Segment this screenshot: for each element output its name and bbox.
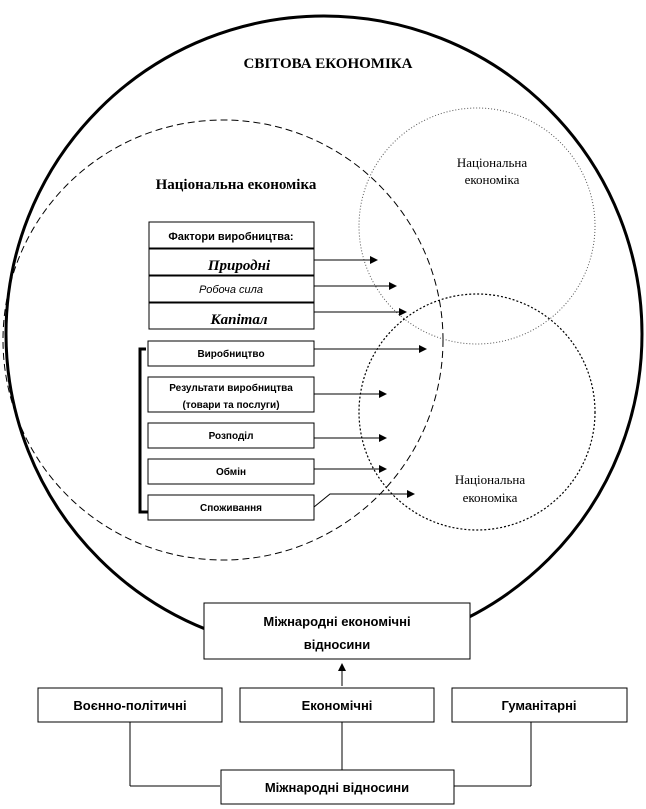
national-economy-label-bottom-right-2: економіка xyxy=(463,490,518,505)
humanitarian-box xyxy=(451,687,628,723)
stage-consumption-box xyxy=(147,494,315,521)
factors-header: Фактори виробництва: xyxy=(168,231,293,243)
intl-relations-box xyxy=(220,769,455,805)
factor-capital-box xyxy=(148,302,315,330)
national-economy-circle-top-right xyxy=(358,107,596,345)
factor-natural-box xyxy=(148,248,315,276)
stage-production-box xyxy=(147,340,315,367)
humanitarian: Гуманітарні xyxy=(501,698,576,713)
military-political: Воєнно-політичні xyxy=(73,698,186,713)
world-economy-circle xyxy=(4,14,644,654)
stage-production: Виробництво xyxy=(197,348,264,360)
stage-results-line1: Результати виробництва xyxy=(169,382,293,394)
stage-distribution-box xyxy=(147,422,315,449)
national-economy-circle-bottom-right xyxy=(358,293,596,531)
stage-exchange-box xyxy=(147,458,315,485)
intl-economic-relations-line2: відносини xyxy=(304,637,371,652)
stage-results-box xyxy=(147,376,315,413)
stage-exchange: Обмін xyxy=(216,466,246,478)
factor-natural: Природні xyxy=(207,258,271,274)
economic-box xyxy=(239,687,435,723)
national-economy-label-top-right-1: Національна xyxy=(457,155,527,170)
intl-economic-relations-line1: Міжнародні економічні xyxy=(263,614,410,629)
factor-capital: Капітал xyxy=(209,312,267,328)
factor-labour: Робоча сила xyxy=(199,284,263,296)
military-political-box xyxy=(37,687,223,723)
economic: Економічні xyxy=(302,698,373,713)
national-economy-label: Національна економіка xyxy=(156,177,317,193)
stage-consumption: Споживання xyxy=(200,503,262,514)
feedback-bracket xyxy=(138,347,148,514)
stage-distribution: Розподіл xyxy=(209,431,254,442)
factors-header-box xyxy=(148,221,315,249)
world-economy-title: СВІТОВА ЕКОНОМІКА xyxy=(243,56,412,72)
national-economy-label-top-right-2: економіка xyxy=(465,172,520,187)
national-economy-circle xyxy=(2,119,444,561)
intl-economic-relations-box xyxy=(203,602,471,660)
factor-labour-box xyxy=(148,275,315,303)
intl-relations: Міжнародні відносини xyxy=(265,780,409,795)
stage-results-line2: (товари та послуги) xyxy=(182,400,279,411)
national-economy-label-bottom-right-1: Національна xyxy=(455,472,525,487)
arrow-consumption xyxy=(313,490,415,508)
